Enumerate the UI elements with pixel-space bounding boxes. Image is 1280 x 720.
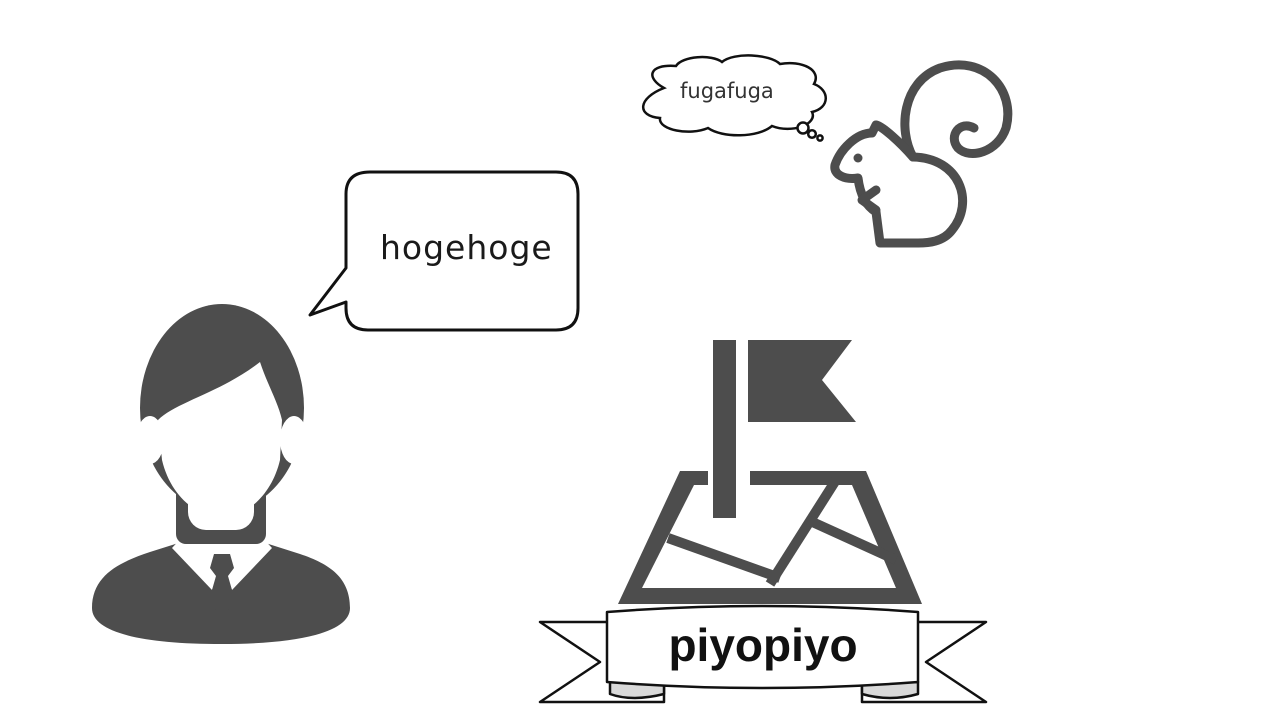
speech-bubble (308, 170, 580, 332)
ribbon-banner (538, 604, 988, 704)
speech-bubble-text: hogehoge (380, 228, 553, 267)
thought-bubble (641, 54, 827, 142)
squirrel-icon (830, 60, 1013, 248)
thought-bubble-text: fugafuga (680, 79, 774, 103)
squirrel-eye (853, 153, 863, 163)
banner-text: piyopiyo (668, 619, 858, 671)
businessman-icon (92, 304, 350, 644)
map-flag-icon (618, 340, 922, 604)
